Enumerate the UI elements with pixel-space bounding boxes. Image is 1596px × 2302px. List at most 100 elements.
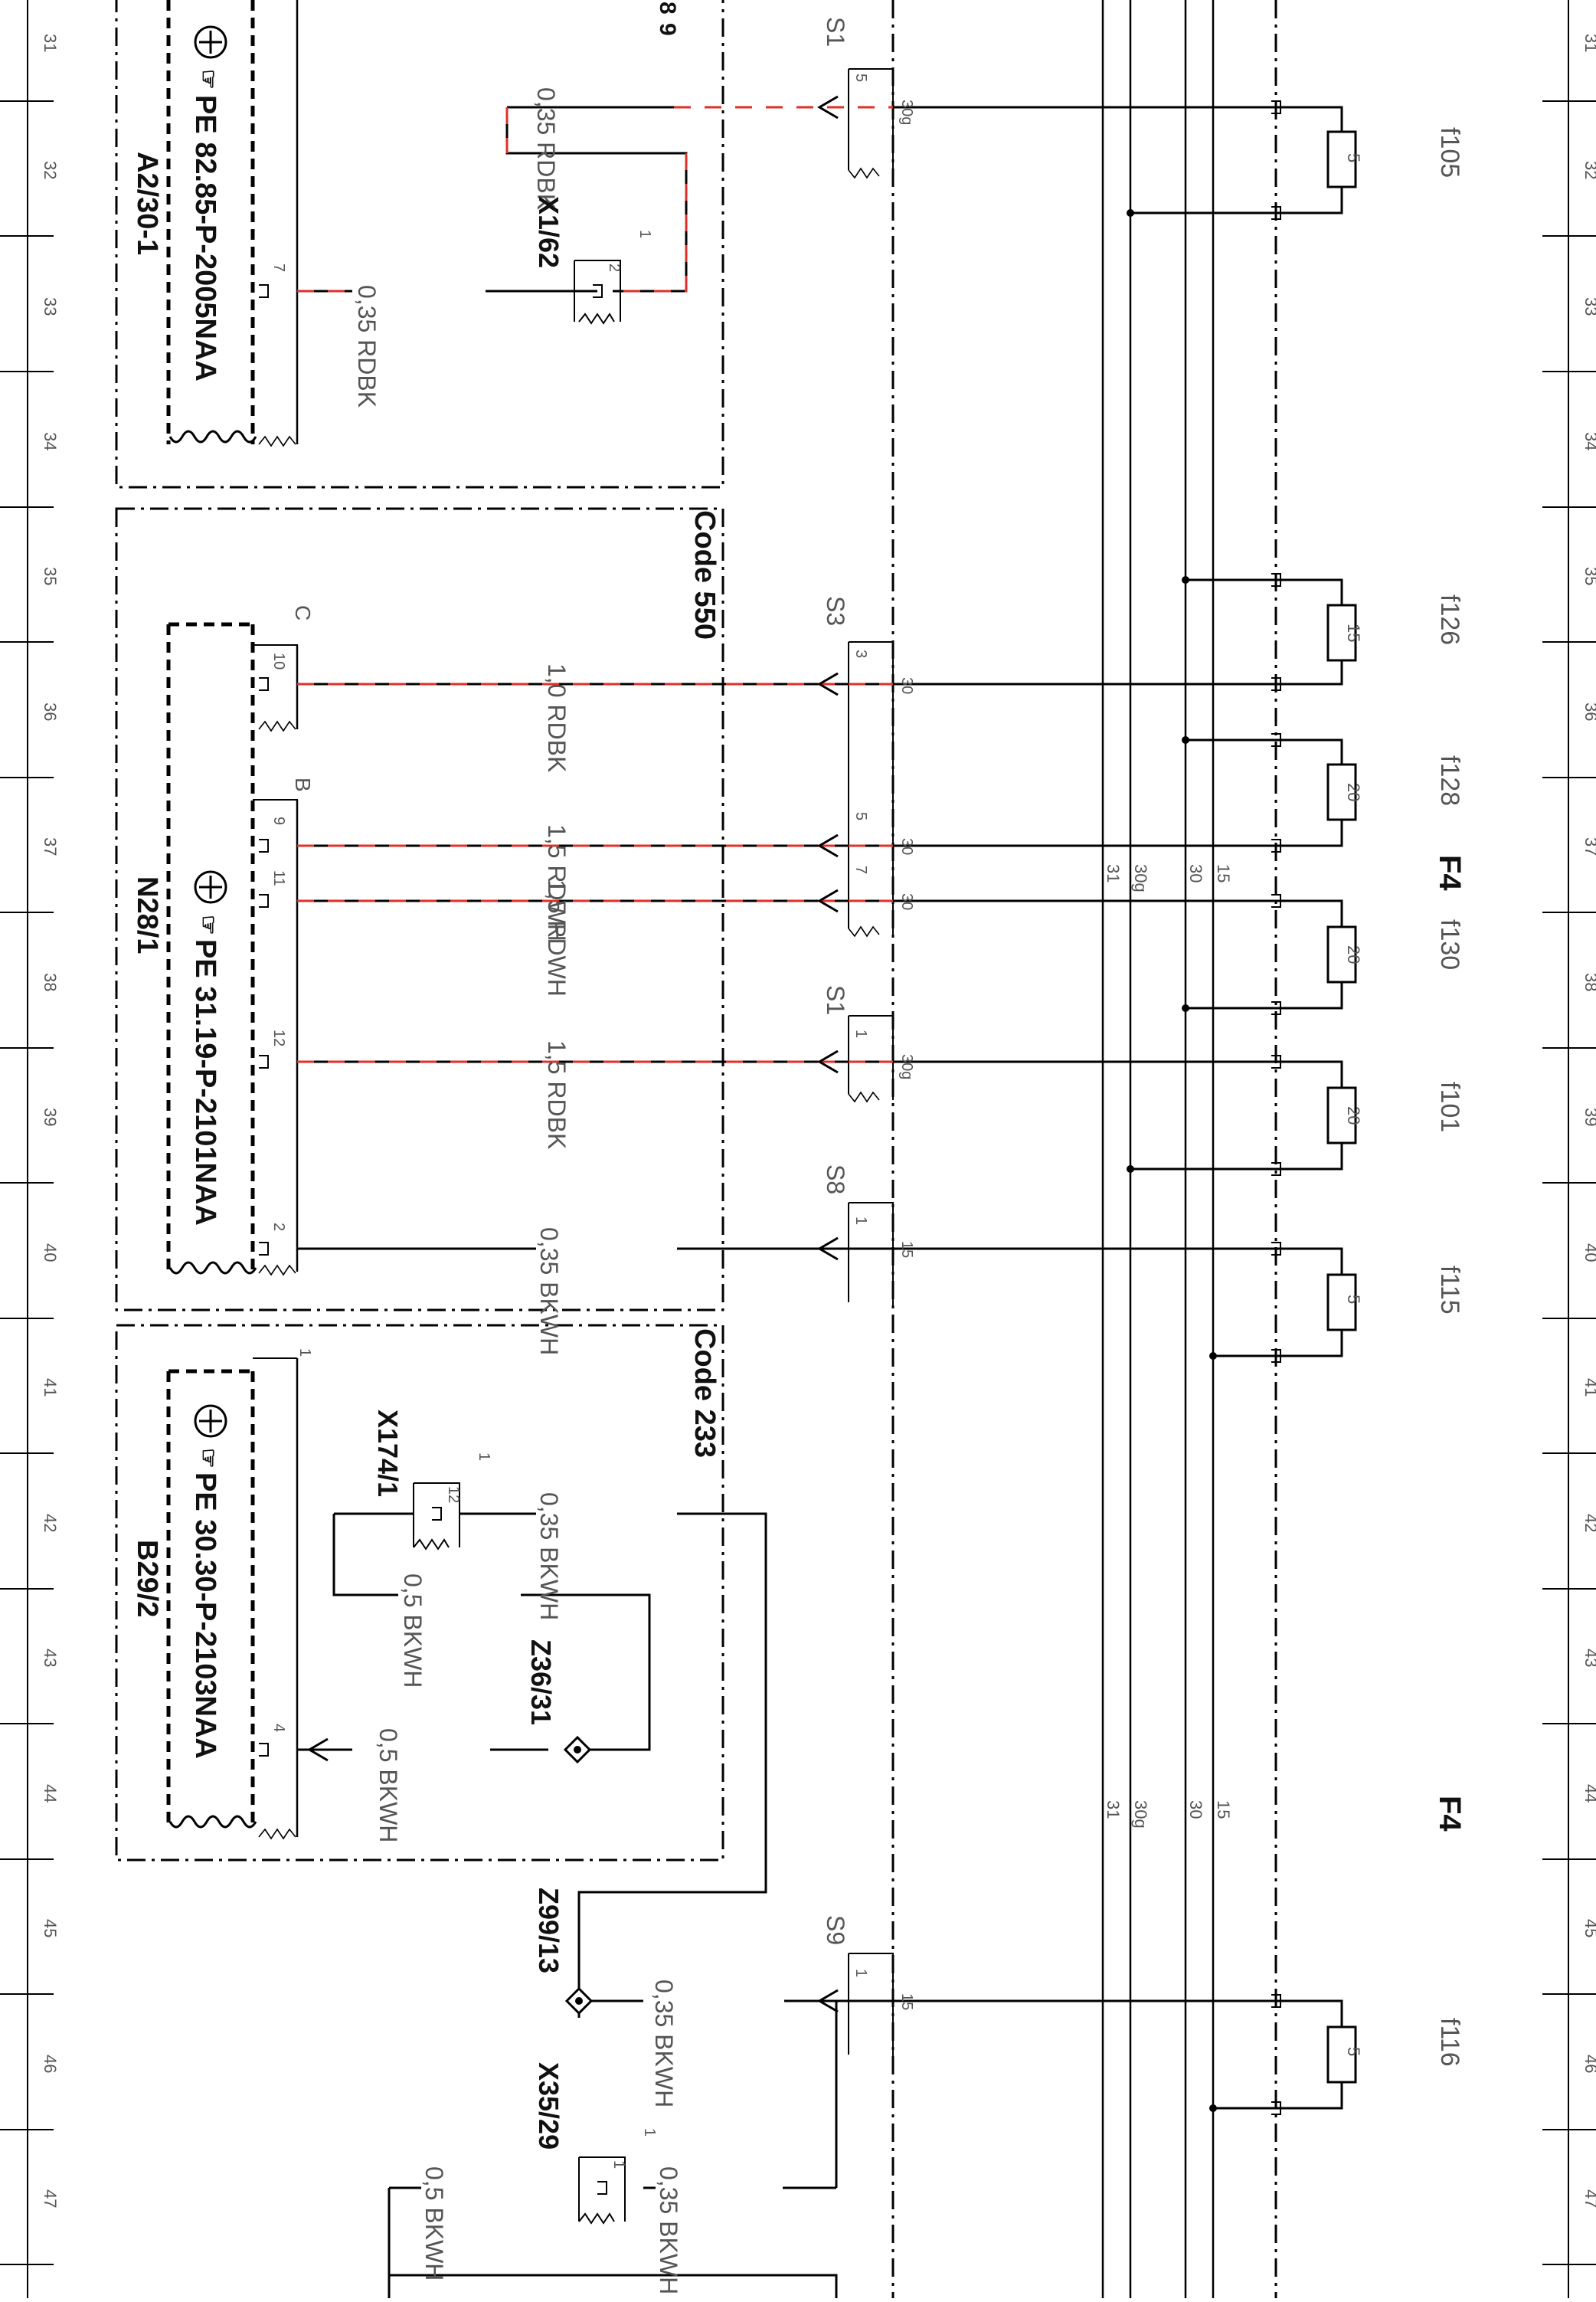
row-label-left-40: 40: [41, 1243, 60, 1262]
row-label-left-31: 31: [41, 34, 60, 52]
row-label-left-34: 34: [41, 432, 60, 450]
bus-label-30: 30: [1186, 864, 1205, 882]
row-label-left-39: 39: [41, 1108, 60, 1126]
row-label-right-31: 31: [1581, 34, 1596, 52]
row-label-left-36: 36: [41, 702, 60, 721]
connector-ref: 1: [641, 2128, 658, 2137]
connector-ref: 1: [476, 1452, 492, 1461]
row-label-left-33: 33: [41, 297, 60, 316]
row-label-right-35: 35: [1581, 567, 1596, 585]
module-pe-b29: PE 30.30-P-2103NAA: [189, 1472, 221, 1759]
connector-id-x35-29: X35/29: [533, 2062, 564, 2150]
wire-label: 0,35 BKWH: [650, 1979, 678, 2107]
splice-id-s9: S9: [822, 1915, 849, 1945]
module-pin-top-1: 1: [296, 1348, 313, 1357]
row-label-right-36: 36: [1581, 702, 1596, 721]
right-row-ruler: [1542, 0, 1596, 2298]
row-label-left-41: 41: [41, 1378, 60, 1397]
row-label-left-45: 45: [41, 1919, 60, 1937]
wire-label: 0,35 BKWH: [535, 1227, 563, 1355]
hand-icon: ☞: [195, 915, 221, 935]
module-letter-c: C: [291, 605, 315, 621]
connector-pin: 2: [606, 264, 623, 272]
esd-icon: [194, 1404, 227, 1438]
fuse-id-f130: f130: [1435, 919, 1464, 970]
left-row-ruler: [0, 0, 54, 2298]
splice-term: 30g: [898, 1054, 915, 1079]
splice-pin: 7: [852, 866, 869, 874]
row-label-right-44: 44: [1581, 1784, 1596, 1803]
top-partial-8: 8: [655, 2, 680, 15]
wire-label: 1,5 RDBK: [543, 1040, 571, 1149]
bus-label-30g: 30g: [1131, 864, 1150, 892]
fuse-id-f101: f101: [1435, 1082, 1464, 1132]
connector-x35-29: [578, 2156, 626, 2222]
wire-label: 1,5 RDWH: [543, 824, 571, 941]
module-pe-a2: PE 82.85-P-2005NAA: [189, 95, 221, 381]
bus-label-15-lower: 15: [1214, 1800, 1233, 1819]
wire-label: 0,5 BKWH: [399, 1573, 427, 1688]
connector-id-x1-62: X1/62: [533, 196, 564, 268]
connector-id-z36-31: Z36/31: [525, 1639, 557, 1725]
module-pin-2: 2: [270, 1223, 287, 1231]
row-label-right-37: 37: [1581, 837, 1596, 856]
row-label-right-42: 42: [1581, 1514, 1596, 1532]
wire-label: 1,5 RDWH: [543, 879, 571, 997]
hand-icon: ☞: [195, 69, 221, 90]
splice-term: 15: [898, 1993, 915, 2010]
fuse-block-label: F4: [1433, 855, 1467, 891]
splice-pin: 1: [852, 1216, 869, 1225]
row-label-right-45: 45: [1581, 1919, 1596, 1937]
fuse-rating-f130: 20: [1344, 945, 1363, 964]
module-pin-9: 9: [270, 817, 287, 825]
module-pe-n28: PE 31.19-P-2101NAA: [189, 939, 221, 1226]
splice-term: 30: [898, 677, 915, 694]
code-233-label: Code 233: [688, 1328, 721, 1458]
splice-pin: 3: [852, 650, 869, 658]
bus-label-15: 15: [1214, 864, 1233, 882]
module-id-a2: A2/30-1: [131, 152, 163, 255]
module-pin-12: 12: [270, 1030, 287, 1046]
fuse-id-f128: f128: [1435, 755, 1464, 806]
row-label-right-38: 38: [1581, 973, 1596, 991]
module-pin-11: 11: [270, 870, 287, 886]
bus-label-30g-lower: 30g: [1131, 1800, 1150, 1829]
splice-pin: 5: [852, 74, 869, 82]
row-label-left-35: 35: [41, 567, 60, 585]
row-label-right-39: 39: [1581, 1108, 1596, 1126]
wire-label: 0,35 RDBK: [353, 285, 381, 408]
wire-label: 0,5 BKWH: [374, 1728, 402, 1842]
fuse-rating-f101: 20: [1344, 1106, 1363, 1125]
splice-pin: 1: [852, 1969, 869, 1977]
connector-pin: 12: [445, 1486, 462, 1503]
fuse-id-f105: f105: [1435, 127, 1464, 178]
connector-x1-62: [574, 260, 621, 322]
fuse-rating-f116: 5: [1344, 2047, 1363, 2056]
frame-b29-code233: [115, 1324, 724, 1862]
connector-id-z99-13: Z99/13: [533, 1888, 564, 1973]
row-label-right-33: 33: [1581, 297, 1596, 316]
top-partial-9: 9: [655, 23, 680, 36]
splice-id-s8: S8: [822, 1164, 849, 1194]
row-label-right-32: 32: [1581, 161, 1596, 179]
row-label-right-46: 46: [1581, 2055, 1596, 2073]
connector-ref: 1: [636, 230, 653, 238]
module-pin-a2: 7: [270, 264, 287, 272]
splice-id-s1-mid: S1: [822, 985, 849, 1015]
fuse-id-f115: f115: [1435, 1266, 1464, 1315]
row-label-left-37: 37: [41, 837, 60, 856]
fuse-id-f126: f126: [1435, 594, 1464, 645]
splice-term: 30: [898, 838, 915, 855]
row-label-right-43: 43: [1581, 1649, 1596, 1667]
fuse-rating-f126: 15: [1344, 624, 1363, 642]
row-label-right-34: 34: [1581, 432, 1596, 450]
splice-term: 15: [898, 1241, 915, 1258]
row-label-right-40: 40: [1581, 1243, 1596, 1262]
bus-label-31: 31: [1104, 864, 1123, 882]
wire-label: 0,35 RDBK: [532, 87, 560, 210]
splice-term: 30: [898, 893, 915, 910]
splice-term: 30g: [898, 100, 915, 125]
row-label-left-43: 43: [41, 1649, 60, 1667]
esd-icon: [194, 25, 227, 59]
